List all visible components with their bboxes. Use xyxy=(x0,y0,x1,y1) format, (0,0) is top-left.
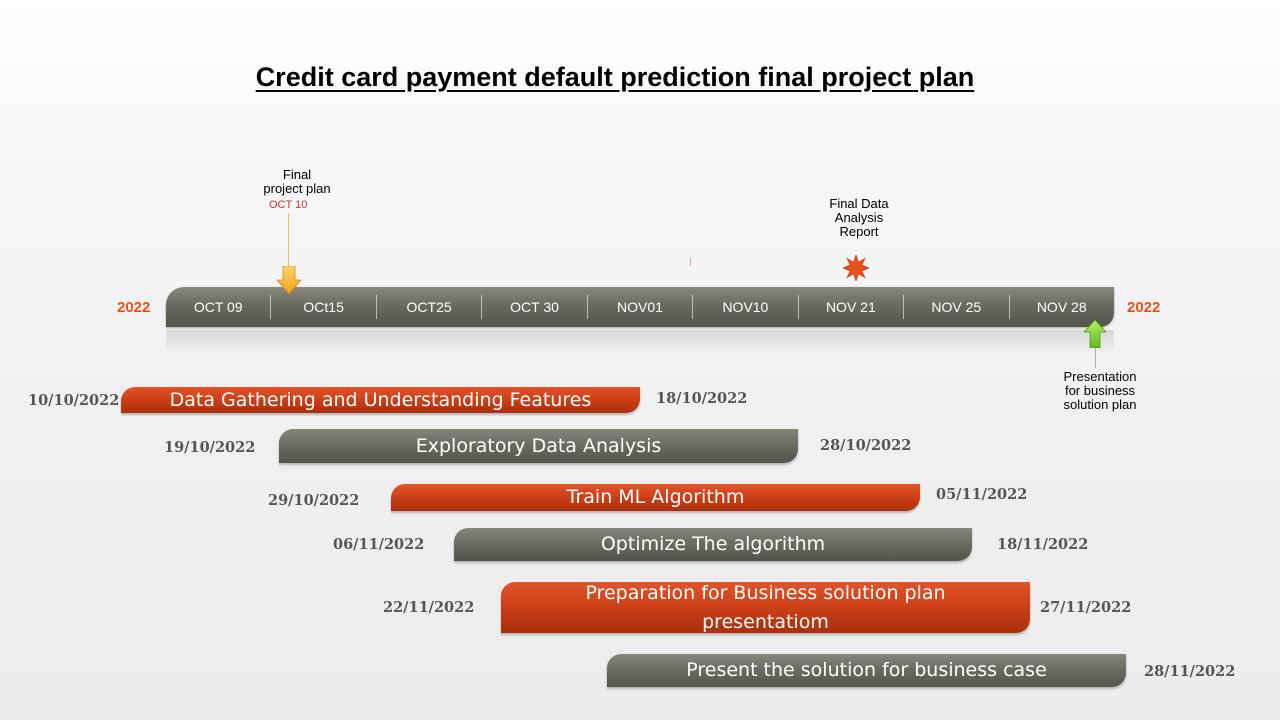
milestone-label: Presentation for business solution plan xyxy=(1063,369,1137,412)
task-end-date: 28/11/2022 xyxy=(1144,663,1236,680)
task-end-date: 27/11/2022 xyxy=(1040,599,1132,616)
milestone-date: OCT 10 xyxy=(269,199,308,211)
task-end-date: 05/11/2022 xyxy=(936,486,1028,503)
task-bar: Optimize The algorithm xyxy=(454,528,972,561)
timeline-tick: NOV 21 xyxy=(799,295,905,319)
down-arrow-icon xyxy=(277,266,301,294)
milestone-label: Final project plan xyxy=(263,167,331,196)
timeline-tick: OCT25 xyxy=(377,295,483,319)
task-start-date: 22/11/2022 xyxy=(383,599,475,616)
timeline-tick: NOV 28 xyxy=(1036,299,1087,315)
task-bar: Train ML Algorithm xyxy=(391,484,920,511)
task-end-date: 28/10/2022 xyxy=(820,437,912,454)
task-label: Data Gathering and Understanding Feature… xyxy=(169,388,592,411)
timeline-tick: NOV01 xyxy=(588,295,694,319)
task-label: Exploratory Data Analysis xyxy=(415,434,662,457)
task-bar: Exploratory Data Analysis xyxy=(279,429,798,463)
timeline-bar: OCT 09 OCt15 OCT25 OCT 30 NOV01 NOV10 NO… xyxy=(166,287,1114,327)
timeline-tick: NOV 25 xyxy=(904,295,1010,319)
task-bar: Present the solution for business case xyxy=(607,654,1126,687)
milestone-label: Final Data Analysis Report xyxy=(829,196,889,239)
timeline-tick: OCT 09 xyxy=(166,295,272,319)
task-label: Preparation for Business solution plan p… xyxy=(585,581,946,633)
task-end-date: 18/10/2022 xyxy=(656,390,748,407)
up-arrow-icon xyxy=(1084,320,1106,348)
task-label: Present the solution for business case xyxy=(686,659,1047,681)
milestone-connector xyxy=(288,213,289,271)
task-end-date: 18/11/2022 xyxy=(997,536,1089,553)
timeline-tick: OCt15 xyxy=(271,295,377,319)
timeline-tick: NOV10 xyxy=(693,295,799,319)
starburst-icon xyxy=(843,255,869,281)
task-start-date: 19/10/2022 xyxy=(164,439,256,456)
task-start-date: 06/11/2022 xyxy=(333,536,425,553)
task-label: Optimize The algorithm xyxy=(600,533,826,555)
task-start-date: 10/10/2022 xyxy=(28,392,120,409)
task-bar: Data Gathering and Understanding Feature… xyxy=(121,387,640,413)
task-label: Train ML Algorithm xyxy=(566,486,745,508)
page-title: Credit card payment default prediction f… xyxy=(255,62,975,92)
milestone-connector xyxy=(1095,348,1096,368)
timeline-shadow xyxy=(166,330,1114,352)
task-start-date: 29/10/2022 xyxy=(268,492,360,509)
task-bar: Preparation for Business solution plan p… xyxy=(501,582,1030,633)
timeline-end-year: 2022 xyxy=(1127,299,1161,316)
timeline-start-year: 2022 xyxy=(117,299,151,316)
timeline-tick: OCT 30 xyxy=(482,295,588,319)
tick-mark xyxy=(690,258,691,266)
